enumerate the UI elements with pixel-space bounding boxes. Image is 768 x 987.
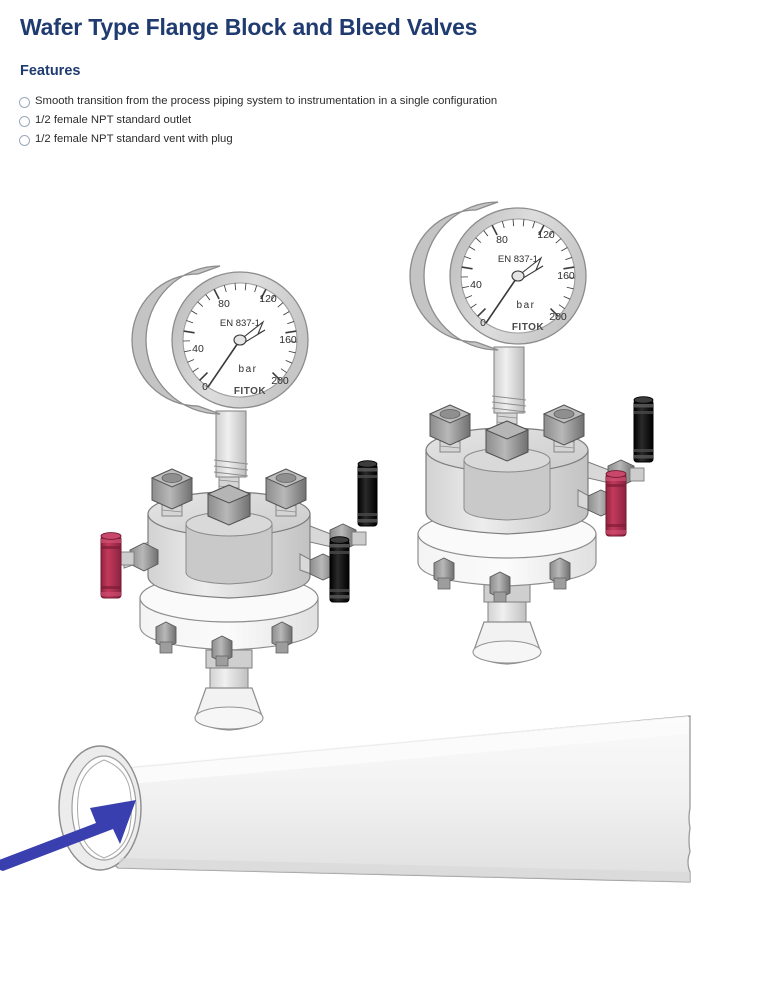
- bleed-valve-handle-red[interactable]: [100, 532, 122, 599]
- feature-text: 1/2 female NPT standard outlet: [35, 114, 192, 126]
- gauge-unit-label: bar: [239, 364, 258, 375]
- gauge-brand-label: FITOK: [234, 386, 267, 397]
- pressure-gauge-left: 0 40 80 120 160 200 EN 837-1 bar FITOK: [131, 265, 309, 415]
- gauge-tick-200: 200: [271, 375, 289, 387]
- process-pipe: [58, 715, 691, 883]
- gauge-tick-160: 160: [279, 334, 297, 346]
- valve-assembly-left: 0 40 80 120 160 200 EN 837-1 bar FITOK: [100, 265, 378, 731]
- valve-assembly-right: 0 40 80 120 160 200 EN 837-1 bar FITOK: [409, 201, 654, 665]
- bolt-cap: [264, 468, 308, 510]
- bolt-cap: [150, 468, 194, 510]
- circle-outline-icon: [19, 97, 30, 108]
- lower-stem-left: [194, 649, 264, 731]
- features-heading: Features: [20, 63, 81, 79]
- gauge-tick-0: 0: [202, 381, 208, 393]
- gauge-standard-label: EN 837-1: [220, 318, 260, 329]
- features-list: Smooth transition from the process pipin…: [19, 94, 719, 151]
- gauge-tick-80: 80: [496, 234, 508, 246]
- gauge-standard-label: EN 837-1: [498, 254, 538, 265]
- gauge-tick-80: 80: [218, 298, 230, 310]
- list-item: 1/2 female NPT standard outlet: [19, 113, 719, 129]
- valve-body-right: [425, 427, 589, 535]
- feature-text: Smooth transition from the process pipin…: [35, 95, 498, 107]
- gauge-riser-stem-right: [491, 346, 527, 414]
- gauge-riser-stem-left: [213, 410, 249, 478]
- block-valve-handle-black-lower[interactable]: [329, 536, 350, 603]
- top-bolt-caps-right: [428, 404, 586, 462]
- product-illustration: 0 40 80 120 160 200 EN 837-1 bar FITOK: [0, 168, 768, 968]
- bolt-cap: [428, 404, 472, 446]
- side-port-left: [117, 541, 159, 572]
- circle-outline-icon: [19, 116, 30, 127]
- gauge-tick-0: 0: [480, 317, 486, 329]
- page-title: Wafer Type Flange Block and Bleed Valves: [20, 14, 478, 40]
- gauge-tick-200: 200: [549, 311, 567, 323]
- block-valve-handle-black-upper[interactable]: [633, 396, 654, 463]
- gauge-tick-160: 160: [557, 270, 575, 282]
- pressure-gauge-right: 0 40 80 120 160 200 EN 837-1 bar FITOK: [409, 201, 587, 351]
- block-valve-handle-black-upper[interactable]: [357, 460, 378, 527]
- flange-bolt-nuts-lower-left: [155, 621, 293, 667]
- gauge-tick-40: 40: [192, 343, 204, 355]
- list-item: 1/2 female NPT standard vent with plug: [19, 132, 719, 148]
- feature-text: 1/2 female NPT standard vent with plug: [35, 133, 233, 145]
- gauge-unit-label: bar: [517, 300, 536, 311]
- gauge-brand-label: FITOK: [512, 322, 545, 333]
- top-bolt-caps-left: [150, 468, 308, 526]
- circle-outline-icon: [19, 135, 30, 146]
- bleed-valve-handle-red[interactable]: [605, 470, 627, 537]
- bolt-cap: [542, 404, 586, 446]
- gauge-tick-40: 40: [470, 279, 482, 291]
- flow-direction-arrow: [0, 800, 136, 871]
- center-bonnet-nut: [484, 420, 530, 462]
- flange-bolt-nuts-lower-right: [433, 557, 571, 603]
- center-bonnet-nut: [206, 484, 252, 526]
- list-item: Smooth transition from the process pipin…: [19, 94, 719, 110]
- lower-stem-right: [472, 583, 542, 665]
- gauge-tick-120: 120: [259, 293, 277, 305]
- gauge-tick-120: 120: [537, 229, 555, 241]
